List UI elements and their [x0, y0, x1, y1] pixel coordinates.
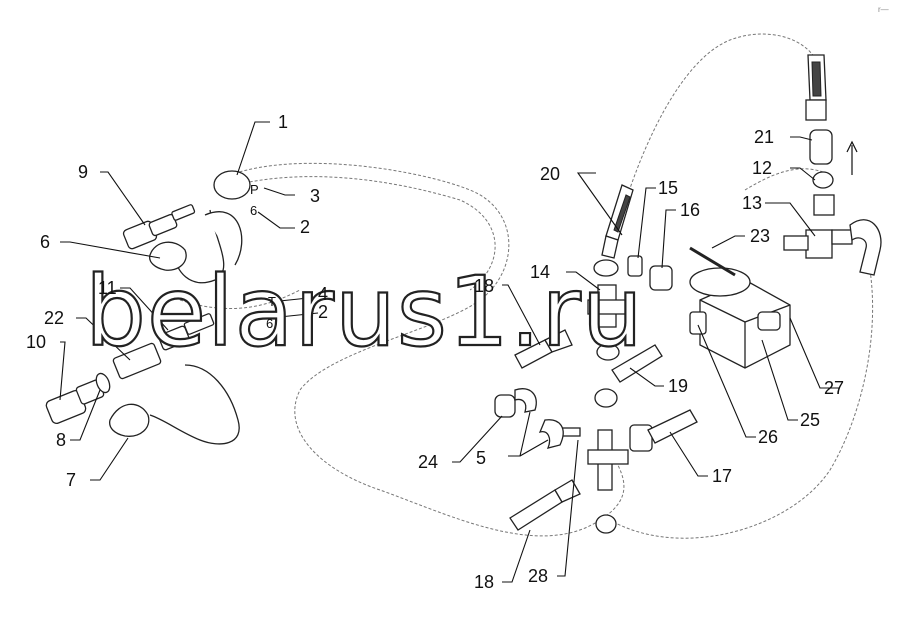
hose-routing: [179, 33, 874, 539]
part-lower-tee: [587, 388, 653, 534]
tag-6-upper: 6: [250, 203, 257, 218]
part-7-loop: [109, 364, 240, 445]
callout-21: 21: [754, 127, 774, 147]
callout-5: 5: [476, 448, 486, 468]
callout-13: 13: [742, 193, 762, 213]
part-15-nut: [627, 255, 643, 277]
part-1-loop: [174, 170, 251, 284]
part-21-hose-end: [805, 54, 833, 165]
corner-mark: r—: [878, 5, 889, 14]
callout-labels: 1 2 2 3 4 5 6 7 8 9 10 11 12 13 14 15 16…: [26, 112, 844, 592]
part-23-bolt: [689, 246, 736, 277]
tag-t: T: [268, 294, 276, 309]
callout-16: 16: [680, 200, 700, 220]
callout-3: 3: [310, 186, 320, 206]
leader-lines: [59, 121, 840, 583]
callout-27: 27: [824, 378, 844, 398]
callout-2b: 2: [318, 302, 328, 322]
callout-2a: 2: [300, 217, 310, 237]
callout-12: 12: [752, 158, 772, 178]
tag-6-lower: 6: [266, 316, 273, 331]
part-24-sleeve: [494, 394, 516, 418]
callout-17: 17: [712, 466, 732, 486]
part-12-nut: [812, 171, 835, 216]
tag-p: P: [250, 182, 259, 197]
callout-18a: 18: [474, 276, 494, 296]
flow-arrow: [846, 140, 858, 175]
callout-20: 20: [540, 164, 560, 184]
callout-24: 24: [418, 452, 438, 472]
part-18-hose-lower: [509, 479, 581, 531]
callout-26: 26: [758, 427, 778, 447]
part-17-hose: [647, 409, 698, 444]
part-26-cover: [689, 311, 707, 335]
part-8-ring: [95, 372, 111, 394]
part-20-hose: [601, 184, 634, 259]
callout-23: 23: [750, 226, 770, 246]
part-27-shaft: [757, 311, 781, 331]
callout-11: 11: [98, 278, 117, 298]
callout-22: 22: [44, 308, 64, 328]
callout-18b: 18: [474, 572, 494, 592]
callout-6: 6: [40, 232, 50, 252]
part-19-hose: [611, 344, 663, 383]
callout-1: 1: [278, 112, 288, 132]
part-16-nut: [649, 265, 673, 291]
watermark: belarus1.ru: [85, 256, 644, 368]
callout-19: 19: [668, 376, 688, 396]
callout-4: 4: [318, 284, 328, 304]
callout-9: 9: [78, 162, 88, 182]
callout-8: 8: [56, 430, 66, 450]
part-14-tee: [587, 259, 627, 361]
callout-10: 10: [26, 332, 46, 352]
callout-7: 7: [66, 470, 76, 490]
tag-labels: P 6 T 6: [250, 182, 276, 331]
part-28-bolt: [561, 427, 581, 437]
part-22-adapter: [112, 342, 162, 380]
part-25-valve-body: [689, 267, 791, 369]
callout-14: 14: [530, 262, 550, 282]
part-18-hose-upper: [514, 329, 573, 369]
callout-28: 28: [528, 566, 548, 586]
callout-15: 15: [658, 178, 678, 198]
part-13-tee: [783, 219, 882, 276]
part-5-clamp: [514, 388, 564, 449]
part-11-nipple: [158, 313, 215, 351]
callout-25: 25: [800, 410, 820, 430]
part-9-coupler: [122, 204, 196, 250]
part-6-cap: [149, 241, 187, 271]
